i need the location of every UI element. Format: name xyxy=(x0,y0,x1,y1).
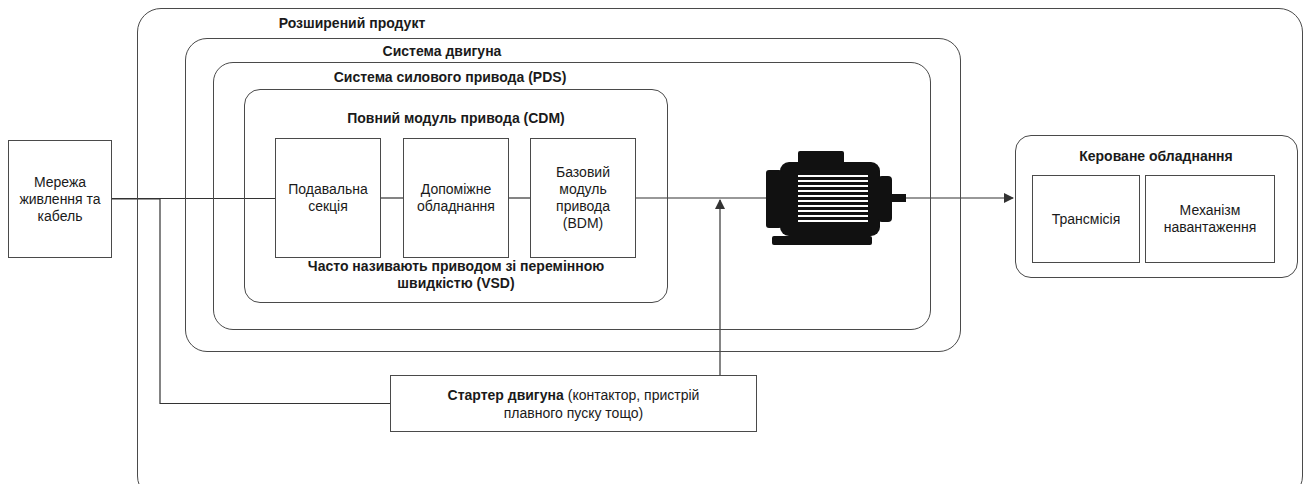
group-note: Часто називають приводом зі перемінною ш… xyxy=(306,258,606,292)
box-label: Подавальна секція xyxy=(280,181,376,215)
starter-arrow xyxy=(719,200,720,375)
group-box: Повний модуль привода (CDM) Часто називаю… xyxy=(244,89,668,303)
group-title: Система двигуна xyxy=(383,43,502,60)
shaft-arrow xyxy=(906,197,1013,198)
group-title: Повний модуль привода (CDM) xyxy=(347,110,565,127)
connector-line xyxy=(381,197,403,198)
group-box: Система двигунаСистема силового привода … xyxy=(185,38,961,352)
process-box: Мережа живлення та кабель xyxy=(8,140,112,258)
process-box: Базовий модуль привода (BDM) xyxy=(530,138,636,258)
box-label: Механізм навантаження xyxy=(1150,202,1270,236)
group-title: Розширений продукт xyxy=(279,15,426,32)
starter-text: Стартер двигуна(контактор, пристрій плав… xyxy=(424,386,724,422)
group-box: Розширений продуктСистема двигунаСистема… xyxy=(137,8,1303,484)
connector-line xyxy=(509,197,530,198)
group-box: Кероване обладнанняТрансмісія Механізм на… xyxy=(1015,135,1298,278)
group-box: Система силового привода (PDS) Повний мод… xyxy=(213,62,931,330)
group-title: Система силового привода (PDS) xyxy=(334,69,567,86)
box-label: Мережа живлення та кабель xyxy=(13,174,107,225)
box-label: Базовий модуль привода (BDM) xyxy=(535,164,631,232)
group-title: Кероване обладнання xyxy=(1079,148,1233,165)
starter-box: Стартер двигуна(контактор, пристрій плав… xyxy=(390,375,757,432)
box-title: Стартер двигуна xyxy=(448,387,564,403)
process-box: Трансмісія xyxy=(1032,175,1140,263)
box-label: Допоміжне обладнання xyxy=(408,181,504,215)
process-box: Механізм навантаження xyxy=(1145,175,1275,263)
motor-symbol xyxy=(766,151,906,245)
box-label: Трансмісія xyxy=(1052,211,1121,228)
process-box: Подавальна секція xyxy=(275,138,381,258)
motor-feed-line xyxy=(636,197,766,198)
process-box: Допоміжне обладнання xyxy=(403,138,509,258)
